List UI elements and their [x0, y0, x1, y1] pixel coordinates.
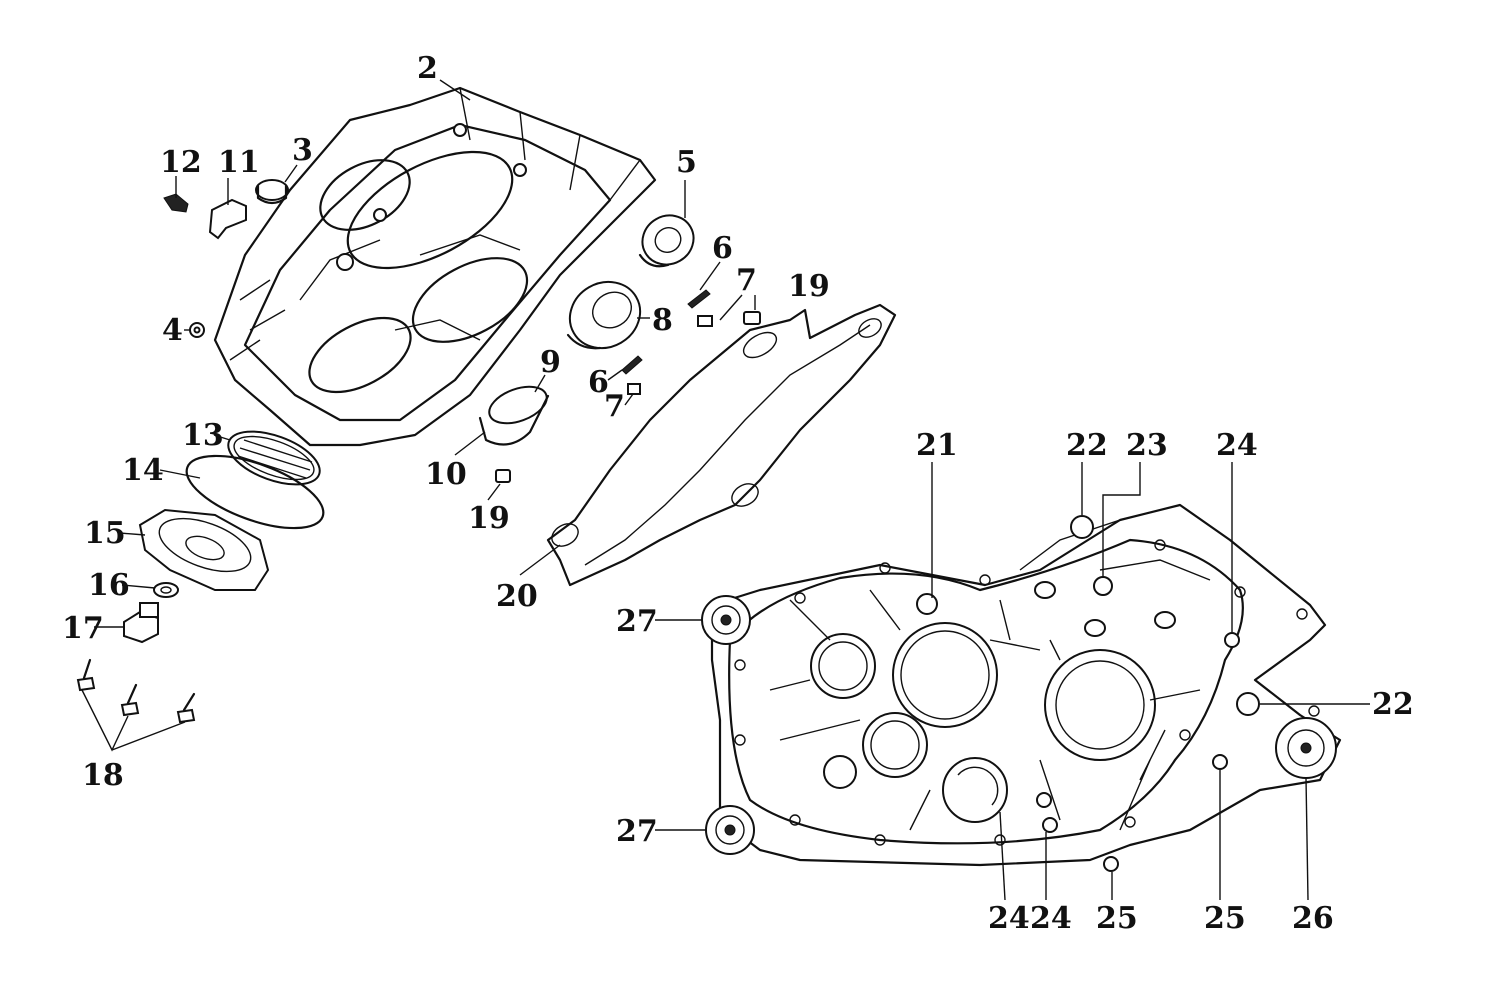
- label-9: 9: [540, 345, 561, 380]
- part-5-bearing: [638, 214, 695, 268]
- label-22-top: 22: [1066, 428, 1108, 463]
- label-6-lower: 6: [588, 365, 609, 400]
- part-13-oil-screen: [227, 430, 321, 486]
- part-8-bearing: [566, 280, 642, 350]
- label-25-right: 25: [1204, 901, 1246, 936]
- label-19-lower: 19: [468, 501, 510, 536]
- label-12: 12: [160, 145, 202, 180]
- part-15-oil-filter-cover: [138, 508, 270, 591]
- part-11-bracket: [208, 198, 247, 240]
- label-14: 14: [122, 453, 164, 488]
- part-18-bolts: [76, 658, 196, 724]
- label-13: 13: [182, 418, 224, 453]
- part-9-10-bush: [478, 385, 550, 446]
- label-26: 26: [1292, 901, 1334, 936]
- part-20-gasket: [546, 303, 897, 587]
- left-crankcase-half: [213, 86, 657, 447]
- label-19-upper: 19: [788, 269, 830, 304]
- label-10: 10: [425, 457, 467, 492]
- part-16-washer: [153, 582, 179, 598]
- part-4-washer: [189, 322, 205, 338]
- label-27-top: 27: [616, 604, 658, 639]
- label-24-bottom-left: 24: [988, 901, 1030, 936]
- label-5: 5: [676, 145, 697, 180]
- label-25-left: 25: [1096, 901, 1138, 936]
- part-17-drain-plug: [123, 602, 159, 644]
- right-crankcase-half: [701, 503, 1342, 872]
- part-7-screw-upper: [697, 315, 713, 327]
- label-15: 15: [84, 516, 126, 551]
- part-19-dowel-upper: [743, 311, 761, 325]
- label-7-lower: 7: [604, 389, 625, 424]
- label-17: 17: [62, 611, 104, 646]
- part-12-bolt: [163, 193, 189, 213]
- label-7-upper: 7: [736, 263, 757, 298]
- part-6-pin-lower: [621, 355, 643, 375]
- part-3-sleeve: [255, 179, 289, 205]
- label-16: 16: [88, 568, 130, 603]
- label-21: 21: [916, 428, 958, 463]
- part-14-o-ring: [185, 454, 325, 530]
- part-19-dowel-lower: [495, 469, 511, 483]
- label-24-bottom-right: 24: [1030, 901, 1072, 936]
- label-6-upper: 6: [712, 231, 733, 266]
- part-7-screw-lower: [627, 383, 641, 395]
- leader-lines: [81, 79, 1370, 901]
- label-24-top: 24: [1216, 428, 1258, 463]
- label-11: 11: [218, 145, 260, 180]
- label-4: 4: [162, 313, 183, 348]
- label-20: 20: [496, 579, 538, 614]
- label-22-right: 22: [1372, 687, 1414, 722]
- callout-labels: 2 3 4 5 6 6 7 7 8 9 10 11 12 13 14 15 16…: [62, 51, 1414, 936]
- label-18: 18: [82, 758, 124, 793]
- label-23: 23: [1126, 428, 1168, 463]
- part-6-pin-upper: [687, 289, 711, 309]
- label-8: 8: [652, 303, 673, 338]
- label-2: 2: [417, 51, 438, 86]
- label-27-bottom: 27: [616, 814, 658, 849]
- label-3: 3: [292, 133, 313, 168]
